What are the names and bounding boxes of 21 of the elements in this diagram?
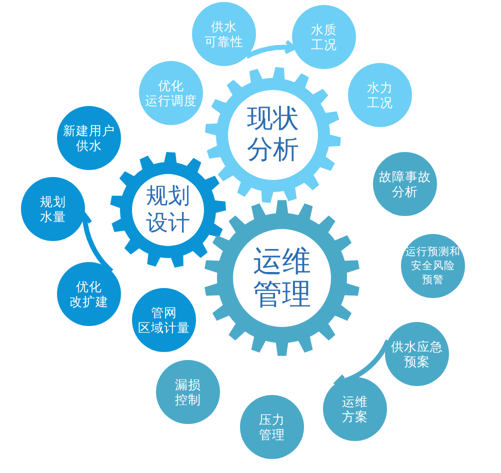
gear-shape (205, 67, 341, 203)
circle-label: 故障事故分析 (379, 168, 431, 200)
gear-label: 规划设计 (146, 183, 190, 237)
circle-label: 新建用户供水 (63, 122, 115, 154)
gear-shape (204, 200, 360, 356)
gear-label: 运维管理 (253, 245, 311, 311)
circle-label: 优化运行调度 (145, 78, 197, 108)
circle-label: 规划水量 (40, 194, 66, 224)
circle-label: 优化改扩建 (70, 278, 108, 310)
circle-label: 管网区域计量 (138, 304, 190, 336)
circle-label: 运行预测和安全风险预警 (406, 245, 460, 287)
circle-label: 运维方案 (342, 394, 368, 424)
circle-label: 水力工况 (367, 80, 393, 110)
gear-label: 现状分析 (247, 104, 299, 166)
circle-label: 压力管理 (259, 412, 285, 442)
gear-shape (110, 152, 226, 268)
circle-label: 水质工况 (311, 22, 337, 52)
circle-label: 供水可靠性 (204, 18, 244, 50)
arrow (246, 40, 296, 59)
circle-label: 供水应急预案 (391, 338, 443, 370)
circle-label: 漏损控制 (175, 376, 201, 408)
